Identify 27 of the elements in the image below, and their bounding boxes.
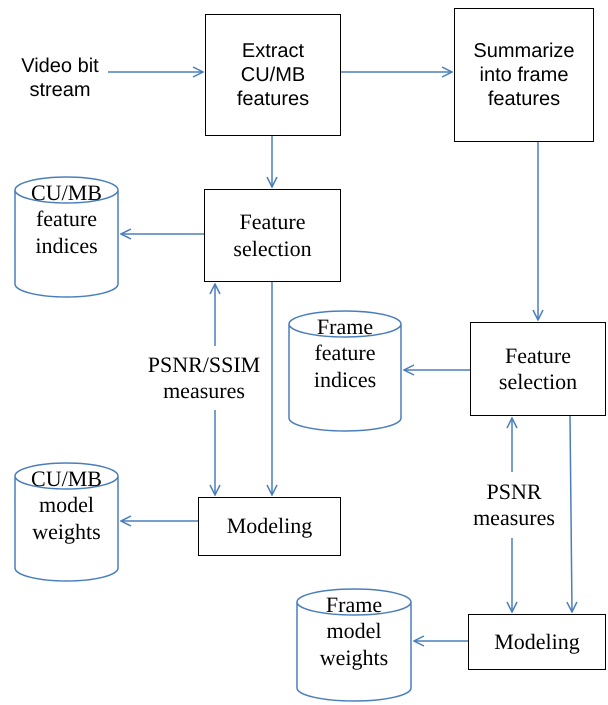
arrow	[209, 283, 221, 346]
arrow	[506, 417, 518, 472]
arrow	[266, 282, 278, 496]
input-label: PSNR measures	[464, 472, 564, 538]
arrow	[108, 66, 204, 78]
arrow	[532, 142, 544, 321]
process-box: Feature selection	[470, 322, 606, 416]
database-cylinder: CU/MB feature indices	[14, 176, 119, 298]
input-label: Video bit stream	[12, 46, 108, 110]
arrow	[403, 364, 470, 376]
arrow	[413, 635, 468, 647]
process-box: Summarize into frame features	[454, 8, 594, 142]
arrow	[120, 515, 198, 527]
process-box: Modeling	[468, 614, 606, 670]
process-box: Extract CU/MB features	[205, 14, 341, 136]
input-label: PSNR/SSIM measures	[140, 346, 268, 410]
arrow	[341, 66, 453, 78]
database-cylinder: CU/MB model weights	[14, 462, 119, 582]
database-cylinder: Frame model weights	[296, 588, 412, 702]
arrow	[506, 538, 518, 613]
arrow	[209, 410, 221, 496]
process-box: Modeling	[198, 497, 341, 556]
arrow	[266, 136, 278, 188]
arrow	[566, 416, 578, 613]
database-cylinder: Frame feature indices	[288, 310, 402, 432]
process-box: Feature selection	[204, 189, 341, 282]
arrow	[120, 228, 204, 240]
